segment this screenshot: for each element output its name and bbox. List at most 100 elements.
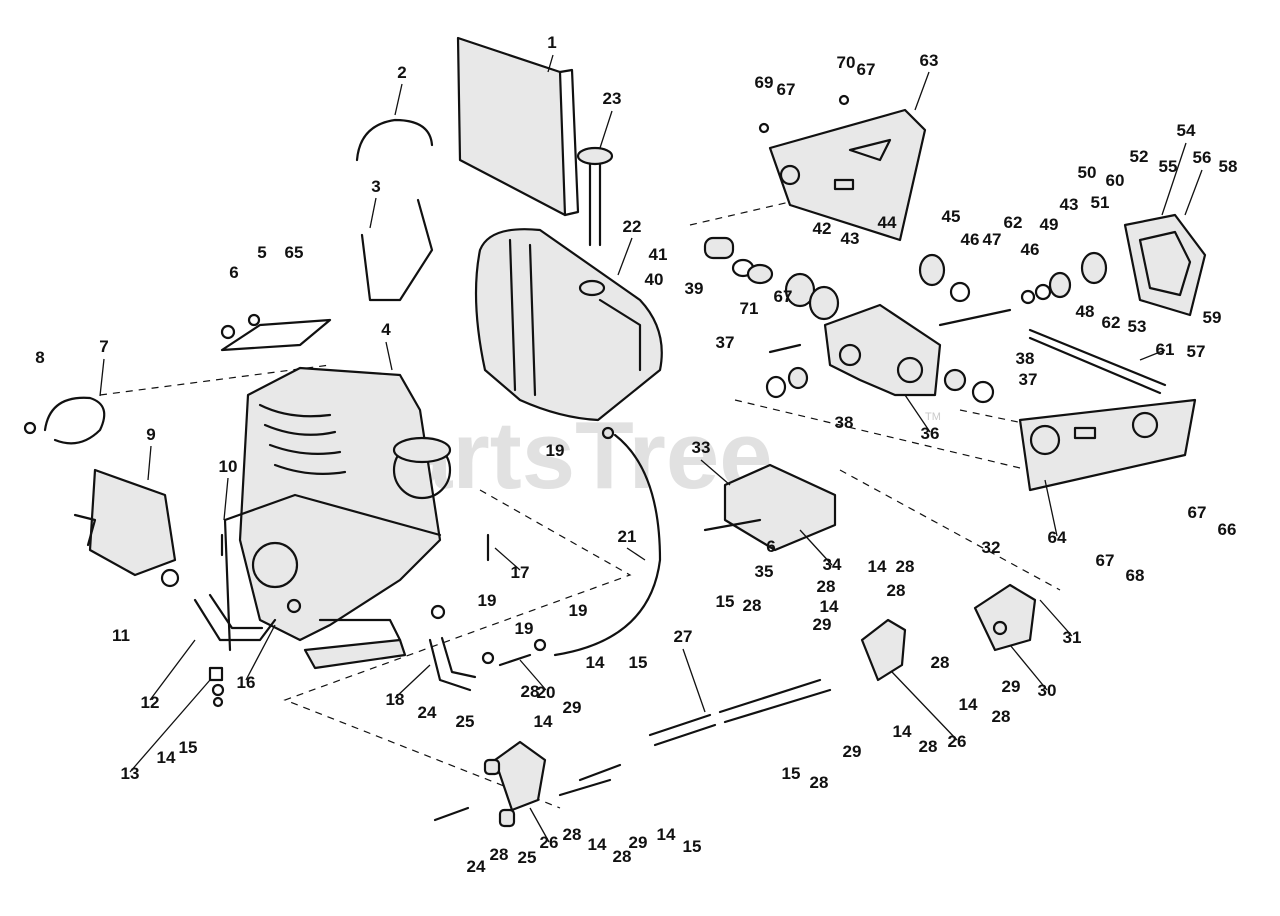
- callout-59: 59: [1203, 308, 1222, 327]
- callout-44: 44: [878, 213, 897, 232]
- callout-29: 29: [629, 833, 648, 852]
- callout-43: 43: [841, 229, 860, 248]
- callout-52: 52: [1130, 147, 1149, 166]
- callout-67: 67: [1096, 551, 1115, 570]
- callout-58: 58: [1219, 157, 1238, 176]
- callout-14: 14: [868, 557, 887, 576]
- callout-24: 24: [418, 703, 437, 722]
- callout-34: 34: [823, 555, 842, 574]
- callout-28: 28: [887, 581, 906, 600]
- callout-6: 6: [766, 537, 775, 556]
- callout-39: 39: [685, 279, 704, 298]
- callout-15: 15: [629, 653, 648, 672]
- callout-5: 5: [257, 243, 266, 262]
- callout-11: 11: [112, 626, 130, 645]
- callout-14: 14: [157, 748, 176, 767]
- callout-60: 60: [1106, 171, 1125, 190]
- callout-30: 30: [1038, 681, 1057, 700]
- callout-14: 14: [657, 825, 676, 844]
- callout-37: 37: [716, 333, 735, 352]
- callout-29: 29: [1002, 677, 1021, 696]
- fuel-tank: [474, 228, 663, 422]
- callout-61: 61: [1156, 340, 1175, 359]
- callout-16: 16: [237, 673, 256, 692]
- callout-67: 67: [774, 287, 793, 306]
- callout-25: 25: [456, 712, 475, 731]
- callout-28: 28: [919, 737, 938, 756]
- callout-62: 62: [1102, 313, 1121, 332]
- callout-19: 19: [515, 619, 534, 638]
- watermark-trademark: TM: [925, 411, 941, 423]
- callout-3: 3: [371, 177, 380, 196]
- fuel-gauge: [576, 146, 614, 247]
- fuel-line: [553, 433, 662, 657]
- callout-51: 51: [1091, 193, 1110, 212]
- plate-64: [1018, 398, 1197, 492]
- callout-29: 29: [563, 698, 582, 717]
- callout-35: 35: [755, 562, 774, 581]
- callout-33: 33: [692, 438, 711, 457]
- callout-7: 7: [99, 337, 108, 356]
- callout-15: 15: [683, 837, 702, 856]
- callout-46: 46: [1021, 240, 1040, 259]
- callout-66: 66: [1218, 520, 1237, 539]
- callout-leaders: [99, 54, 1203, 843]
- callout-10: 10: [219, 457, 238, 476]
- callout-26: 26: [540, 833, 559, 852]
- callout-14: 14: [588, 835, 607, 854]
- callout-29: 29: [843, 742, 862, 761]
- callout-2: 2: [397, 63, 406, 82]
- callout-18: 18: [386, 690, 405, 709]
- callout-28: 28: [613, 847, 632, 866]
- callout-19: 19: [478, 591, 497, 610]
- callout-45: 45: [942, 207, 961, 226]
- callout-42: 42: [813, 219, 832, 238]
- callout-56: 56: [1193, 148, 1212, 167]
- callout-54: 54: [1177, 121, 1196, 140]
- callout-28: 28: [931, 653, 950, 672]
- exhaust-elbow: [193, 598, 277, 642]
- callout-28: 28: [810, 773, 829, 792]
- callout-15: 15: [716, 592, 735, 611]
- callout-32: 32: [982, 538, 1001, 557]
- callout-12: 12: [141, 693, 160, 712]
- callout-46: 46: [961, 230, 980, 249]
- callout-36: 36: [921, 424, 940, 443]
- fitting-16: [286, 598, 302, 614]
- callout-27: 27: [674, 627, 693, 646]
- shaft-gears-45-51: [918, 251, 1108, 327]
- engine: [223, 366, 452, 670]
- air-filter-element: [456, 36, 580, 217]
- callout-19: 19: [569, 601, 588, 620]
- callout-21: 21: [618, 527, 637, 546]
- callout-28: 28: [817, 577, 836, 596]
- strap: [355, 118, 434, 162]
- shaft-61: [1028, 328, 1167, 395]
- callout-69: 69: [755, 73, 774, 92]
- callout-57: 57: [1187, 342, 1206, 361]
- muffler-nut: [160, 568, 180, 588]
- muffler: [73, 468, 177, 577]
- callout-15: 15: [179, 738, 198, 757]
- shield-33: [703, 463, 837, 552]
- callout-65: 65: [285, 243, 304, 262]
- callout-43: 43: [1060, 195, 1079, 214]
- callout-71: 71: [740, 299, 759, 318]
- callout-28: 28: [743, 596, 762, 615]
- callout-49: 49: [1040, 215, 1059, 234]
- bearings-37-38: [765, 343, 995, 404]
- callout-64: 64: [1048, 528, 1067, 547]
- axle-27: [648, 678, 832, 747]
- callout-14: 14: [586, 653, 605, 672]
- callout-6: 6: [229, 263, 238, 282]
- callout-23: 23: [603, 89, 622, 108]
- callout-14: 14: [893, 722, 912, 741]
- callout-9: 9: [146, 425, 155, 444]
- bushings-39-41: [703, 236, 774, 285]
- bearing-housing-26: [493, 618, 907, 812]
- callout-37: 37: [1019, 370, 1038, 389]
- hose-elbow-outer: [440, 636, 477, 679]
- callout-17: 17: [511, 563, 530, 582]
